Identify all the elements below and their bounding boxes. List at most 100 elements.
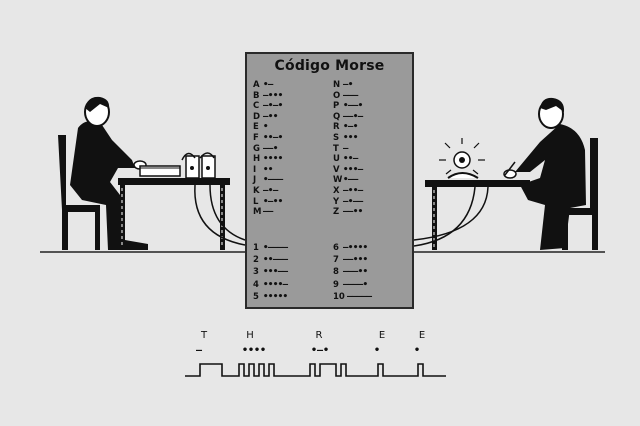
morse-code: ••— (343, 154, 358, 165)
morse-code-card: Código Morse A•—B—•••C—•—•D—••E•F••—•G——… (245, 52, 414, 309)
morse-row-s: S••• (333, 133, 358, 143)
morse-char: A (253, 80, 260, 90)
word-letter-code: • (414, 345, 421, 356)
word-letter: E (378, 330, 386, 341)
morse-char: R (333, 122, 340, 133)
morse-code: ——••• (343, 255, 368, 266)
morse-row-l: L•—•• (253, 197, 283, 207)
morse-row-c: C—•—• (253, 101, 283, 111)
morse-row-b: B—••• (253, 91, 283, 101)
morse-row-4: 4••••— (253, 280, 288, 290)
morse-row-g: G——• (253, 144, 278, 154)
morse-char: P (333, 101, 340, 112)
morse-code: —•— (263, 186, 278, 196)
morse-row-3: 3•••—— (253, 267, 288, 277)
morse-code: •••• (263, 154, 283, 165)
morse-char: C (253, 101, 260, 112)
morse-row-p: P•——• (333, 101, 363, 111)
morse-code: ————• (343, 279, 368, 290)
morse-char: 2 (253, 255, 259, 266)
morse-row-8: 8———•• (333, 267, 368, 277)
card-title: Código Morse (274, 58, 385, 74)
right-operator-illustration (425, 97, 598, 250)
morse-code: ————— (347, 291, 372, 302)
morse-char: L (253, 196, 259, 207)
morse-code: •—— (343, 175, 358, 186)
morse-row-h: H•••• (253, 154, 283, 164)
right-wire-1 (413, 186, 476, 247)
morse-row-i: I•• (253, 165, 273, 175)
morse-char: 3 (253, 267, 259, 278)
morse-code: —••— (343, 186, 363, 196)
morse-code: ——• (263, 143, 278, 154)
morse-char: Y (333, 196, 340, 207)
morse-char: 1 (253, 243, 259, 253)
morse-row-5: 5 ••••• (253, 292, 288, 302)
morse-code: —— (263, 207, 273, 218)
morse-row-q: Q——•— (333, 112, 363, 122)
word-letter-code: •••• (242, 345, 267, 356)
morse-char: G (253, 143, 260, 154)
morse-char: T (333, 143, 339, 154)
morse-char: W (333, 175, 343, 186)
morse-char: I (253, 164, 257, 175)
morse-row-w: W•—— (333, 175, 358, 185)
word-letter: T (200, 330, 208, 341)
morse-code: ••••• (263, 291, 288, 302)
left-wire-2 (209, 184, 246, 241)
morse-char: V (333, 164, 340, 175)
morse-char: O (333, 90, 341, 101)
morse-char: 7 (333, 255, 339, 266)
morse-row-t: T— (333, 144, 348, 154)
morse-code: —•• (263, 111, 278, 122)
morse-code: ——— (343, 90, 358, 101)
morse-row-o: O——— (333, 91, 358, 101)
morse-row-7: 7 ——••• (333, 255, 368, 265)
morse-row-m: M—— (253, 207, 273, 217)
left-chair (58, 135, 100, 250)
morse-row-f: F ••—• (253, 133, 283, 143)
morse-code: ••••— (263, 279, 288, 290)
morse-row-1: 1 •———— (253, 243, 288, 253)
left-wire-1 (194, 184, 246, 246)
morse-char: N (333, 80, 341, 90)
word-letter-code: •—• (311, 345, 330, 356)
morse-row-v: V•••— (333, 165, 363, 175)
morse-code: —•—• (263, 101, 283, 112)
right-wire-2 (413, 186, 489, 241)
morse-code: •••— (343, 164, 363, 175)
morse-code: ••——— (263, 255, 288, 266)
morse-char: 5 (253, 291, 259, 302)
morse-row-x: X—••— (333, 186, 363, 196)
morse-row-u: U••— (333, 154, 358, 164)
morse-char: M (253, 207, 262, 218)
morse-row-j: J•——— (253, 175, 283, 185)
morse-row-9: 9 ————• (333, 280, 368, 290)
word-letter: E (418, 330, 426, 341)
left-operator-illustration (58, 96, 230, 250)
morse-char: B (253, 90, 260, 101)
morse-code: •——• (343, 101, 363, 112)
morse-char: E (253, 122, 259, 133)
word-letter: R (315, 330, 323, 341)
morse-row-a: A•— (253, 80, 273, 90)
morse-code: •———— (263, 243, 288, 253)
morse-code: •——— (263, 175, 283, 186)
morse-code: — (343, 143, 348, 154)
morse-signal-waveform (185, 363, 446, 377)
morse-char: S (333, 133, 340, 143)
morse-char: 9 (333, 279, 339, 290)
morse-char: H (253, 154, 261, 165)
morse-code: ••—• (263, 133, 283, 143)
morse-char: F (253, 133, 259, 143)
morse-row-k: K—•— (253, 186, 278, 196)
word-letter: H (246, 330, 254, 341)
morse-row-d: D—•• (253, 112, 278, 122)
morse-code: • (263, 122, 268, 133)
morse-code: —• (343, 80, 353, 90)
morse-row-r: R•—• (333, 122, 358, 132)
morse-row-y: Y—•—— (333, 197, 363, 207)
morse-row-n: N—• (333, 80, 353, 90)
morse-code: ••• (343, 133, 358, 143)
morse-char: 8 (333, 267, 339, 278)
